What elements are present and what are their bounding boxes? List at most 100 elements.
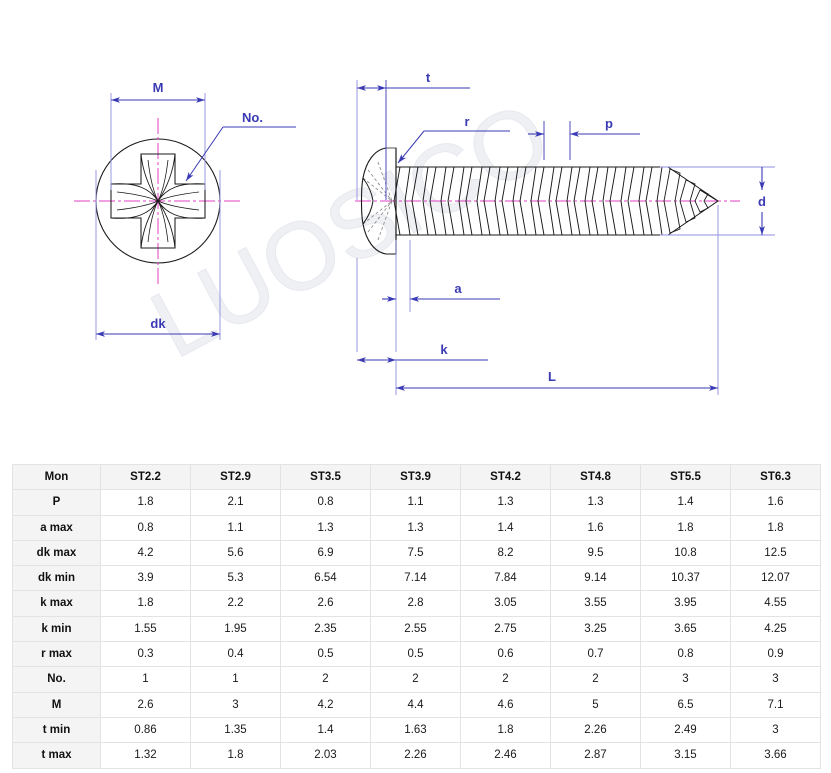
row-header-label: a max [12,514,101,541]
head-top-view: M No. dk [74,80,296,340]
table-cell: 1.6 [730,489,821,516]
table-cell: 0.9 [730,641,821,668]
row-header-label: dk min [12,565,101,592]
table-cell: 3.66 [730,742,821,769]
recess-detail-1 [147,159,159,202]
row-header-label: M [12,691,101,718]
table-cell: 0.4 [190,641,281,668]
row-header-label: t min [12,716,101,744]
column-header-size: ST3.5 [280,463,371,491]
label-p: p [605,116,613,131]
table-cell: 4.4 [370,691,461,718]
table-cell: 3.9 [100,565,191,592]
table-cell: 8.2 [460,539,551,567]
no-leader-line [185,126,224,182]
table-cell: 4.25 [730,615,821,643]
table-cell: 3.55 [550,590,641,617]
table-cell: 10.8 [640,539,731,567]
table-cell: 1.6 [550,514,641,541]
table-cell: 7.14 [370,565,461,592]
table-cell: 2.6 [100,691,191,718]
recess-hidden-2 [362,200,393,225]
table-cell: 3 [190,691,281,718]
column-header-size: ST5.5 [640,463,731,491]
table-cell: 1.8 [190,742,281,769]
table-cell: 1.8 [100,489,191,516]
table-cell: 5.6 [190,539,281,567]
table-cell: 4.6 [460,691,551,718]
label-M: M [153,80,164,95]
table-cell: 0.5 [370,641,461,668]
column-header-size: ST6.3 [730,463,821,491]
recess-detail-3 [147,200,159,243]
table-cell: 2.87 [550,742,641,769]
table-cell: 2 [280,666,371,693]
table-cell: 1.4 [460,514,551,541]
table-cell: 3.25 [550,615,641,643]
column-header-size: ST4.2 [460,463,551,491]
table-cell: 4.55 [730,590,821,617]
table-cell: 3 [640,666,731,693]
table-cell: 0.8 [100,514,191,541]
table-cell: 1.3 [460,489,551,516]
recess-hidden-4 [367,200,393,233]
table-cell: 3 [730,716,821,744]
table-cell: 0.3 [100,641,191,668]
table-cell: 2.2 [190,590,281,617]
table-cell: 1.3 [280,514,371,541]
point-tip-detail [699,189,717,201]
table-cell: 9.14 [550,565,641,592]
head-profile-outline [360,147,397,255]
table-cell: 3.95 [640,590,731,617]
column-header-spec: Mon [12,463,101,491]
table-cell: 1.8 [460,716,551,744]
table-cell: 2.49 [640,716,731,744]
table-cell: 2 [370,666,461,693]
table-cell: 2.03 [280,742,371,769]
table-cell: 0.5 [280,641,371,668]
row-header-label: No. [12,666,101,693]
table-cell: 7.84 [460,565,551,592]
table-cell: 12.07 [730,565,821,592]
table-cell: 2.75 [460,615,551,643]
table-cell: 6.9 [280,539,371,567]
label-L: L [548,369,556,384]
label-a: a [454,281,462,296]
table-cell: 2.46 [460,742,551,769]
table-cell: 6.54 [280,565,371,592]
table-cell: 1.95 [190,615,281,643]
table-cell: 5.3 [190,565,281,592]
row-header-label: P [12,489,101,516]
table-cell: 1.63 [370,716,461,744]
table-cell: 2 [460,666,551,693]
column-header-size: ST3.9 [370,463,461,491]
label-k: k [440,342,448,357]
technical-drawing: LUOSICO [74,70,775,395]
table-cell: 2.26 [550,716,641,744]
recess-hidden-1 [362,177,393,202]
table-cell: 2.1 [190,489,281,516]
table-cell: 6.5 [640,691,731,718]
table-cell: 1.55 [100,615,191,643]
recess-detail-8 [157,200,200,211]
table-cell: 1.3 [370,514,461,541]
table-cell: 1.8 [730,514,821,541]
drawing-canvas: LUOSICO [74,70,775,395]
table-cell: 3.15 [640,742,731,769]
table-cell: 0.6 [460,641,551,668]
table-cell: 0.8 [640,641,731,668]
recess-detail-5 [116,191,159,202]
table-cell: 4.2 [280,691,371,718]
label-r: r [464,114,469,129]
row-header-label: dk max [12,539,101,567]
table-cell: 7.5 [370,539,461,567]
recess-detail-2 [157,159,169,202]
